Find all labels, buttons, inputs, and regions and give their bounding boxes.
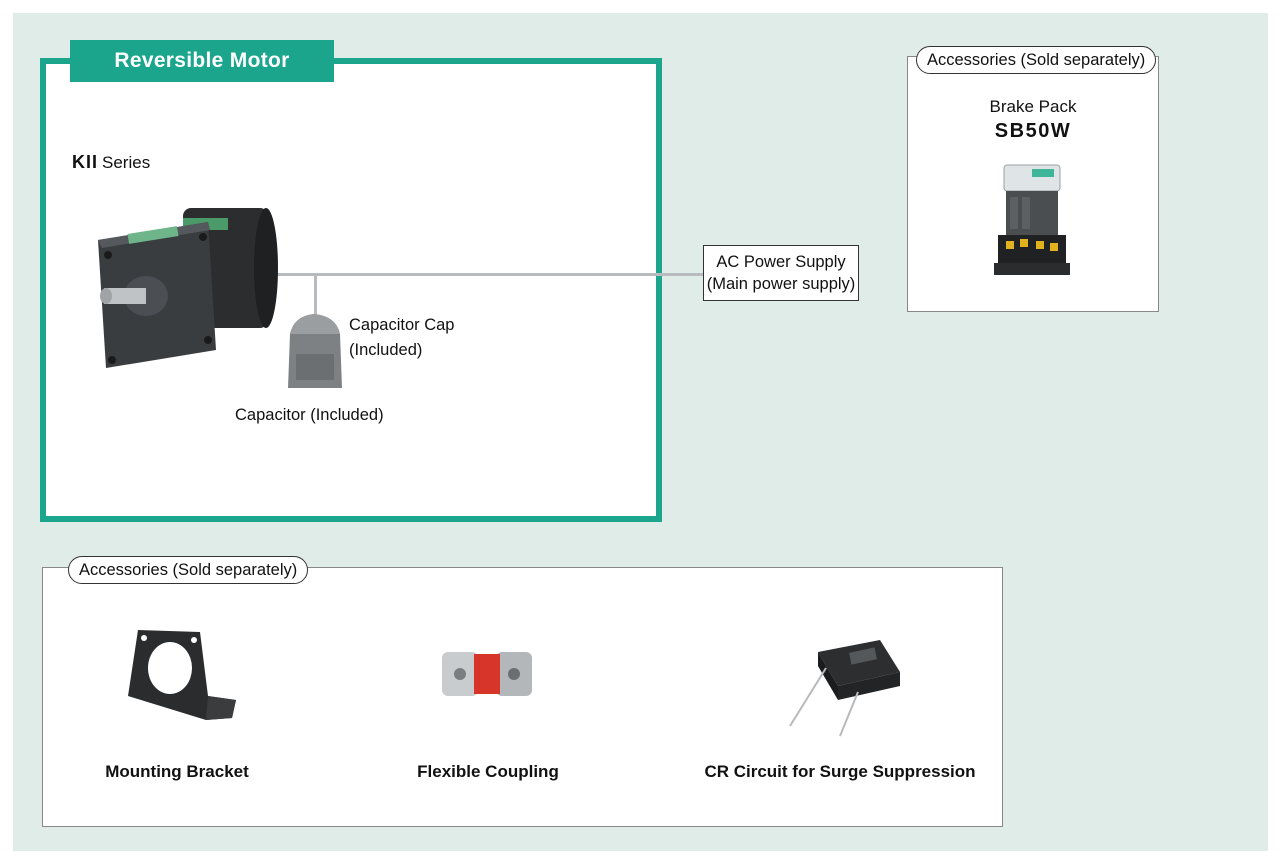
- accessory-label-cr-circuit: CR Circuit for Surge Suppression: [704, 762, 976, 781]
- capacitor-icon: [288, 314, 342, 388]
- motor-icon: [98, 208, 278, 368]
- accessory-label-flexible-coupling: Flexible Coupling: [417, 762, 559, 781]
- brake-pack-icon: [994, 164, 1070, 275]
- bottom-accessory-badge: Accessories (Sold separately): [68, 556, 309, 584]
- flexible-coupling-icon: [442, 652, 532, 696]
- brake-pack-model: SB50W: [994, 120, 1072, 142]
- mounting-bracket-icon: [128, 630, 236, 720]
- motor-panel-title: Reversible Motor: [70, 40, 334, 82]
- brake-accessory-badge: Accessories (Sold separately): [916, 46, 1157, 74]
- power-supply-line1: AC Power Supply: [716, 253, 846, 271]
- power-cable: [266, 273, 706, 276]
- capacitor-cap-label-line2: (Included): [349, 341, 423, 359]
- accessory-label-mounting-bracket: Mounting Bracket: [105, 762, 249, 781]
- series-code: KII: [72, 152, 99, 172]
- cr-circuit-icon: [789, 640, 900, 737]
- capacitor-cap-label-line1: Capacitor Cap: [349, 316, 455, 334]
- capacitor-label: Capacitor (Included): [235, 406, 384, 424]
- brake-pack-name: Brake Pack: [989, 97, 1077, 116]
- ac-power-supply-box: AC Power Supply (Main power supply): [703, 245, 859, 301]
- power-supply-line2: (Main power supply): [706, 275, 856, 293]
- capacitor-cable: [314, 273, 317, 315]
- series-suffix: Series: [102, 153, 151, 172]
